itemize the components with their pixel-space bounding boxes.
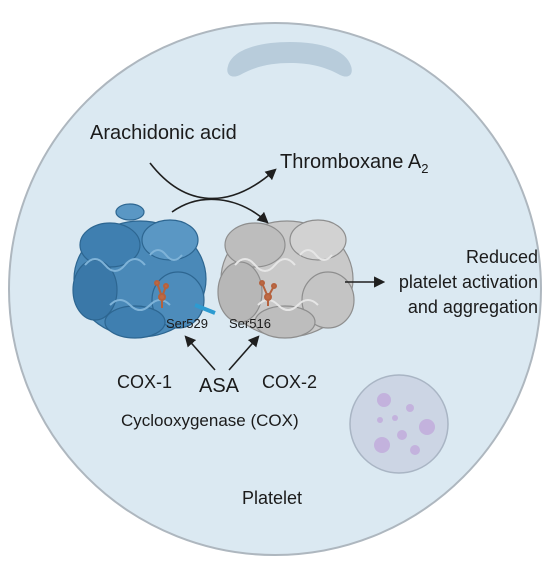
arrow-arachidonic-to-thromboxane — [149, 162, 277, 200]
enzyme-group-label: Cyclooxygenase (COX) — [121, 411, 299, 430]
aspirin-site-cox1 — [154, 280, 169, 308]
arrow-asa-to-ser529 — [184, 335, 216, 371]
enzyme-left-label: COX-1 — [117, 372, 173, 392]
outcome-line-2: platelet activation — [398, 272, 538, 292]
cell-label: Platelet — [242, 488, 303, 508]
product-label: Thromboxane A2 — [280, 152, 428, 175]
arrow-asa-to-ser516 — [228, 335, 260, 371]
substrate-label: Arachidonic acid — [90, 122, 237, 144]
product-main-text: Thromboxane A — [280, 151, 422, 173]
outcome-label: Reduced platelet activation and aggregat… — [370, 245, 538, 320]
residue-left-label: Ser529 — [166, 316, 208, 331]
cox1-protein — [72, 203, 216, 339]
product-subscript: 2 — [421, 161, 429, 176]
arrow-cox1-to-cox2 — [171, 198, 269, 224]
inhibitor-label: ASA — [199, 375, 240, 397]
cox2-protein — [217, 219, 355, 339]
residue-right-label: Ser516 — [229, 316, 271, 331]
outcome-line-1: Reduced — [465, 247, 538, 267]
organelle-shape — [227, 42, 352, 77]
outcome-line-3: and aggregation — [407, 297, 538, 317]
enzyme-right-label: COX-2 — [262, 372, 318, 392]
aspirin-site-cox2 — [259, 280, 277, 306]
granule-vesicle — [349, 374, 449, 474]
